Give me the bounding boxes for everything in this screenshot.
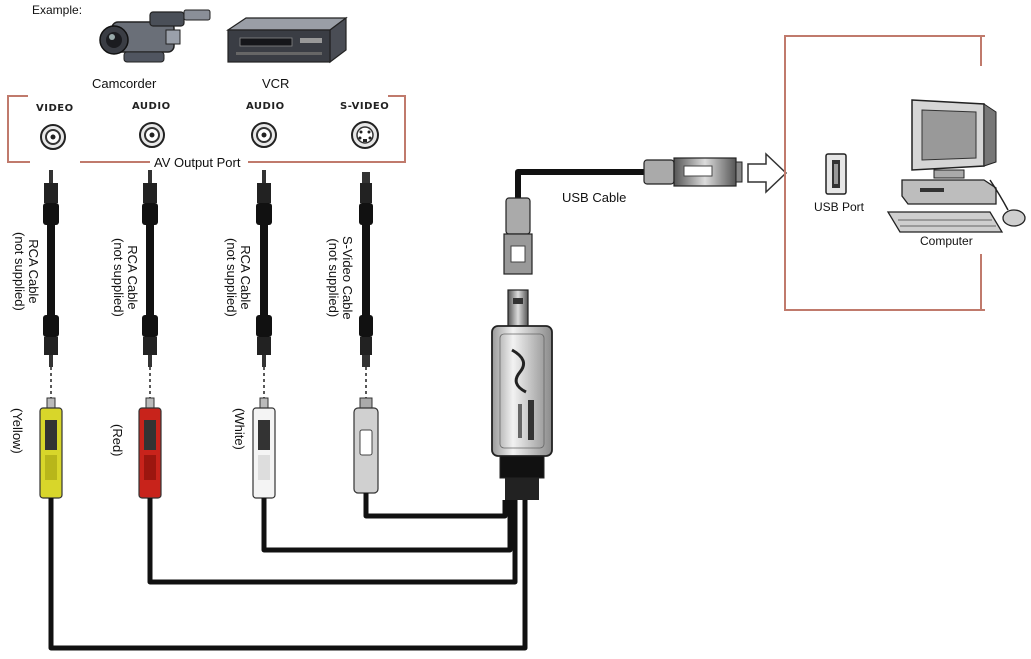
usb-cable: [503, 157, 743, 327]
usb-port-label: USB Port: [814, 200, 865, 214]
port-jack-s-video: [351, 121, 379, 149]
example-label: Example:: [32, 3, 83, 17]
cable-note-3: (not supplied): [224, 238, 239, 317]
rca-cable-yellow: [39, 170, 63, 499]
vcr-label: VCR: [262, 76, 290, 91]
computer-icon: [886, 99, 1026, 233]
arrow-right-icon: [747, 152, 788, 194]
cable-routing: [48, 493, 528, 651]
cable-label-4: S-Video Cable (not supplied): [326, 236, 355, 320]
cable-note-2: (not supplied): [111, 238, 126, 317]
rca-cable-white: [252, 170, 276, 499]
plug-color-red: (Red): [110, 424, 125, 457]
computer-frame: [784, 35, 985, 311]
cable-name-1: RCA Cable: [26, 239, 41, 304]
port-jack-video: [40, 124, 66, 150]
port-label-video: VIDEO: [36, 103, 74, 114]
plug-color-yellow-text: (Yellow): [10, 408, 25, 454]
camcorder-icon: [99, 9, 211, 63]
cable-label-3: RCA Cable (not supplied): [224, 238, 253, 317]
port-label-audio-left: AUDIO: [132, 101, 171, 112]
s-video-cable: [353, 172, 379, 494]
cable-label-1: RCA Cable (not supplied): [12, 232, 41, 311]
camcorder-label: Camcorder: [92, 76, 157, 91]
cable-name-4: S-Video Cable: [340, 236, 355, 320]
cable-note-1: (not supplied): [12, 232, 27, 311]
capture-dongle: [491, 325, 553, 500]
plug-color-yellow: (Yellow): [10, 408, 25, 454]
av-port-frame: [7, 95, 406, 163]
av-output-port-label: AV Output Port: [154, 155, 241, 170]
plug-color-white: (White): [232, 408, 247, 450]
computer-label: Computer: [920, 234, 973, 248]
vcr-icon: [226, 16, 348, 64]
rca-cable-red: [138, 170, 162, 499]
usb-cable-label: USB Cable: [562, 190, 627, 205]
port-jack-audio-left: [139, 122, 165, 148]
cable-name-3: RCA Cable: [238, 245, 253, 310]
plug-color-red-text: (Red): [110, 424, 125, 457]
cable-name-2: RCA Cable: [125, 245, 140, 310]
plug-color-white-text: (White): [232, 408, 247, 450]
port-label-s-video: S-VIDEO: [340, 101, 390, 112]
usb-port-icon: [825, 153, 847, 195]
port-label-audio-right: AUDIO: [246, 101, 285, 112]
cable-label-2: RCA Cable (not supplied): [111, 238, 140, 317]
port-jack-audio-right: [251, 122, 277, 148]
cable-note-4: (not supplied): [326, 238, 341, 318]
